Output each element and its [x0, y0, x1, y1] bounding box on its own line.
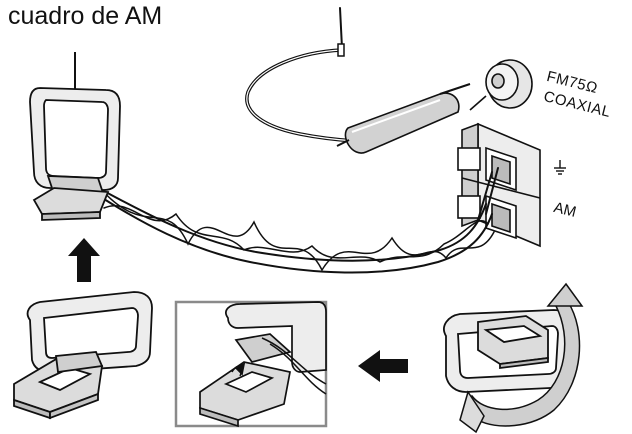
- arrow-up-icon: [68, 238, 100, 282]
- antenna-terminal-block: [458, 124, 540, 246]
- ground-symbol-icon: [554, 160, 566, 174]
- detail-zoom-frame: [176, 302, 326, 426]
- fm-wire-antenna: [247, 8, 355, 141]
- am-loop-antenna-assembled: [30, 52, 120, 220]
- arrow-left-icon: [358, 350, 408, 382]
- fm-coaxial-plug: [337, 84, 470, 153]
- am-loop-antenna-stand-step: [14, 292, 152, 418]
- am-loop-antenna-rotate-step: [444, 310, 570, 392]
- am-lead-wire: [96, 168, 498, 273]
- fm-coaxial-jack: [470, 60, 532, 110]
